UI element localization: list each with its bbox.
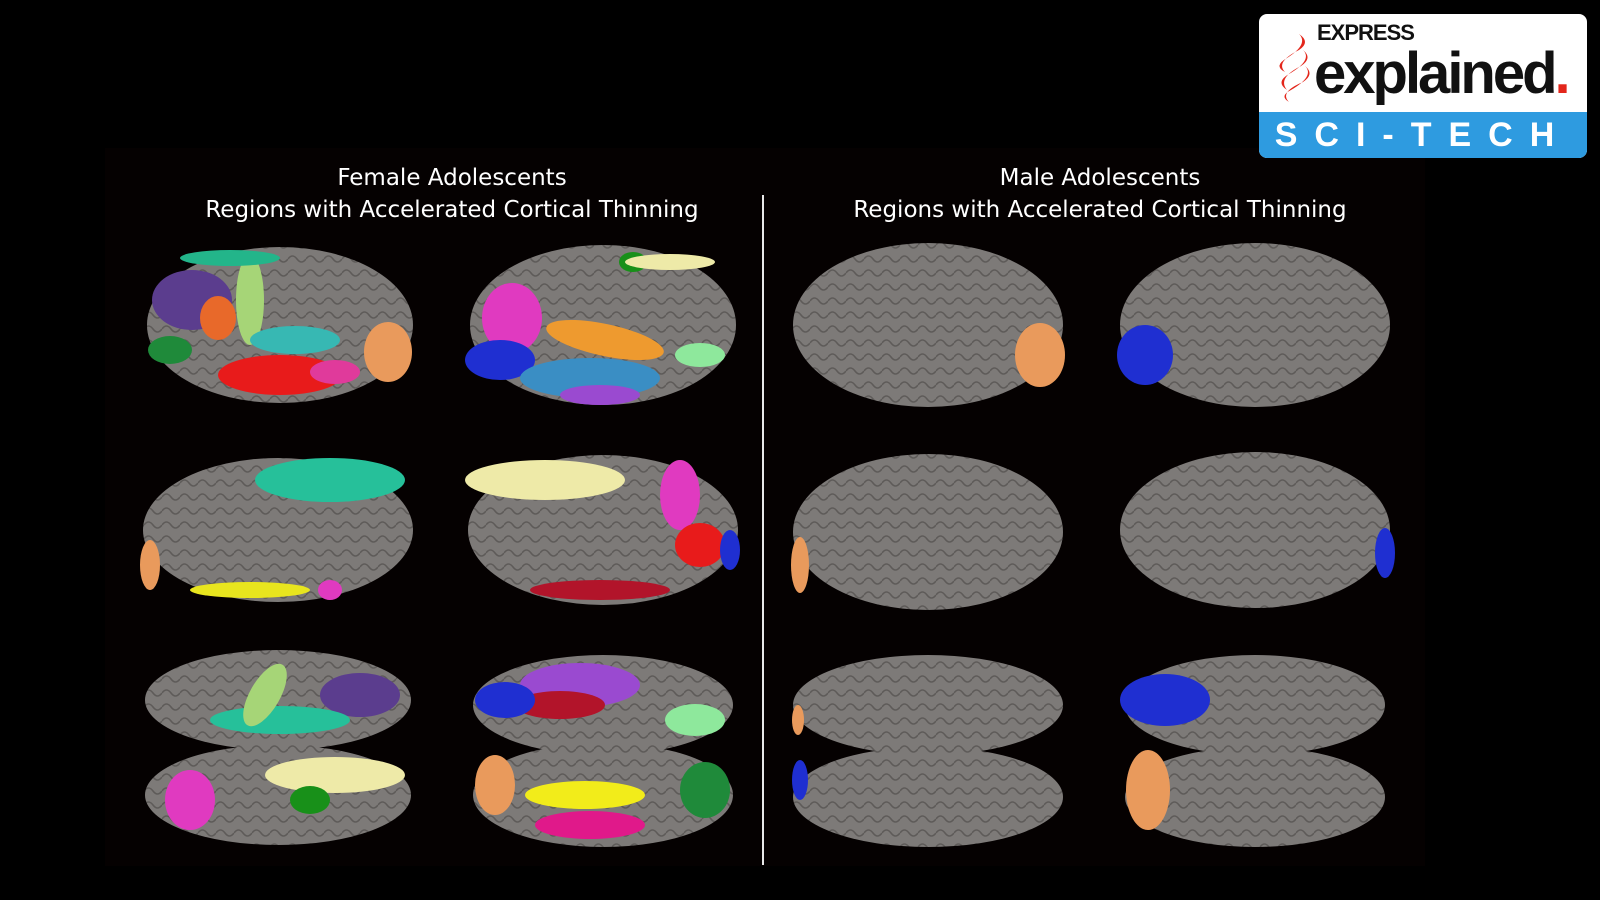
logo-name: explained <box>1314 41 1558 106</box>
male-title: Male Adolescents <box>999 165 1201 191</box>
female-lateral-left-brain <box>147 247 413 403</box>
panel-divider <box>762 195 764 865</box>
logo-brand: EXPRESS <box>1317 20 1415 45</box>
male-dorsal-ventral-right-brain <box>1120 655 1385 847</box>
female-medial-right-brain <box>465 455 740 605</box>
male-subtitle: Regions with Accelerated Cortical Thinni… <box>853 197 1347 223</box>
male-medial-right-brain <box>1120 452 1395 608</box>
female-subtitle: Regions with Accelerated Cortical Thinni… <box>205 197 699 223</box>
male-heading: Male Adolescents Regions with Accelerate… <box>780 162 1420 226</box>
female-title: Female Adolescents <box>337 165 567 191</box>
logo-dot: . <box>1554 41 1571 106</box>
female-medial-left-brain <box>140 458 413 602</box>
female-lateral-right-brain <box>465 245 736 405</box>
male-lateral-right-brain <box>1117 243 1390 407</box>
male-lateral-left-brain <box>793 243 1065 407</box>
male-dorsal-ventral-left-brain <box>792 655 1063 847</box>
female-dorsal-ventral-right-brain <box>473 655 733 847</box>
logo-name-wrap: explained. <box>1314 41 1571 106</box>
female-heading: Female Adolescents Regions with Accelera… <box>132 162 772 226</box>
express-explained-logo: EXPRESS explained. SCI-TECH <box>1259 14 1587 158</box>
female-dorsal-ventral-left-brain <box>145 650 411 845</box>
male-medial-left-brain <box>791 454 1063 610</box>
flame-logo-icon <box>1279 34 1310 102</box>
logo-section: SCI-TECH <box>1259 112 1587 158</box>
